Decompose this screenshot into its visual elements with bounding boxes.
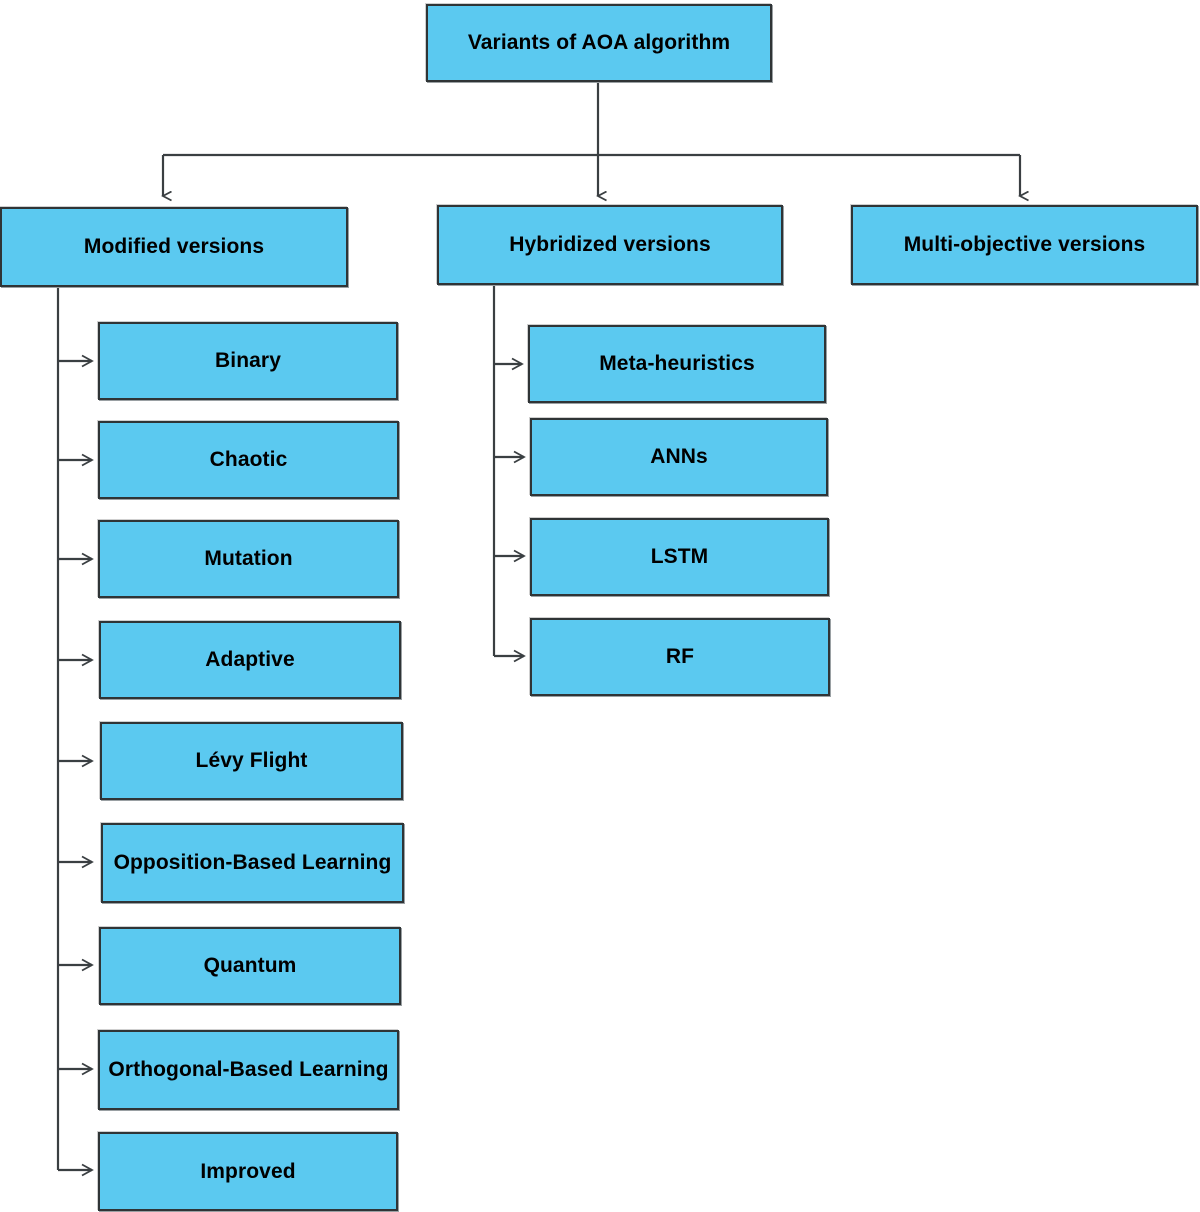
- node-chaotic-label: Chaotic: [209, 448, 288, 472]
- node-improved-label: Improved: [200, 1159, 296, 1183]
- node-binary-label: Binary: [215, 349, 281, 373]
- node-levy-flight-label: Lévy Flight: [195, 749, 308, 773]
- node-multi-objective-versions-label: Multi-objective versions: [903, 233, 1146, 257]
- node-binary[interactable]: Binary: [98, 322, 398, 400]
- node-opposition-based-learning-label: Opposition-Based Learning: [113, 851, 392, 875]
- node-orthogonal-based-learning-label: Orthogonal-Based Learning: [108, 1058, 389, 1082]
- node-improved[interactable]: Improved: [98, 1132, 398, 1211]
- node-rf[interactable]: RF: [530, 618, 830, 696]
- node-lstm-label: LSTM: [650, 545, 709, 569]
- node-quantum-label: Quantum: [203, 954, 297, 978]
- node-adaptive[interactable]: Adaptive: [99, 621, 401, 699]
- node-lstm[interactable]: LSTM: [530, 518, 829, 596]
- node-meta-heuristics-label: Meta-heuristics: [599, 352, 755, 376]
- node-adaptive-label: Adaptive: [205, 648, 295, 672]
- node-chaotic[interactable]: Chaotic: [98, 421, 399, 499]
- node-anns-label: ANNs: [650, 445, 708, 469]
- node-levy-flight[interactable]: Lévy Flight: [100, 722, 403, 800]
- node-hybridized-versions-label: Hybridized versions: [509, 233, 711, 257]
- node-root-label: Variants of AOA algorithm: [467, 31, 731, 55]
- node-multi-objective-versions[interactable]: Multi-objective versions: [851, 205, 1198, 285]
- node-quantum[interactable]: Quantum: [99, 927, 401, 1005]
- node-modified-versions[interactable]: Modified versions: [0, 207, 348, 287]
- node-hybridized-versions[interactable]: Hybridized versions: [437, 205, 783, 285]
- node-orthogonal-based-learning[interactable]: Orthogonal-Based Learning: [98, 1030, 399, 1110]
- node-meta-heuristics[interactable]: Meta-heuristics: [528, 325, 826, 403]
- node-mutation[interactable]: Mutation: [98, 520, 399, 598]
- node-opposition-based-learning[interactable]: Opposition-Based Learning: [101, 823, 404, 903]
- node-rf-label: RF: [665, 645, 695, 669]
- node-mutation-label: Mutation: [204, 547, 293, 571]
- node-anns[interactable]: ANNs: [530, 418, 828, 496]
- node-modified-versions-label: Modified versions: [83, 235, 265, 259]
- node-root[interactable]: Variants of AOA algorithm: [426, 4, 772, 82]
